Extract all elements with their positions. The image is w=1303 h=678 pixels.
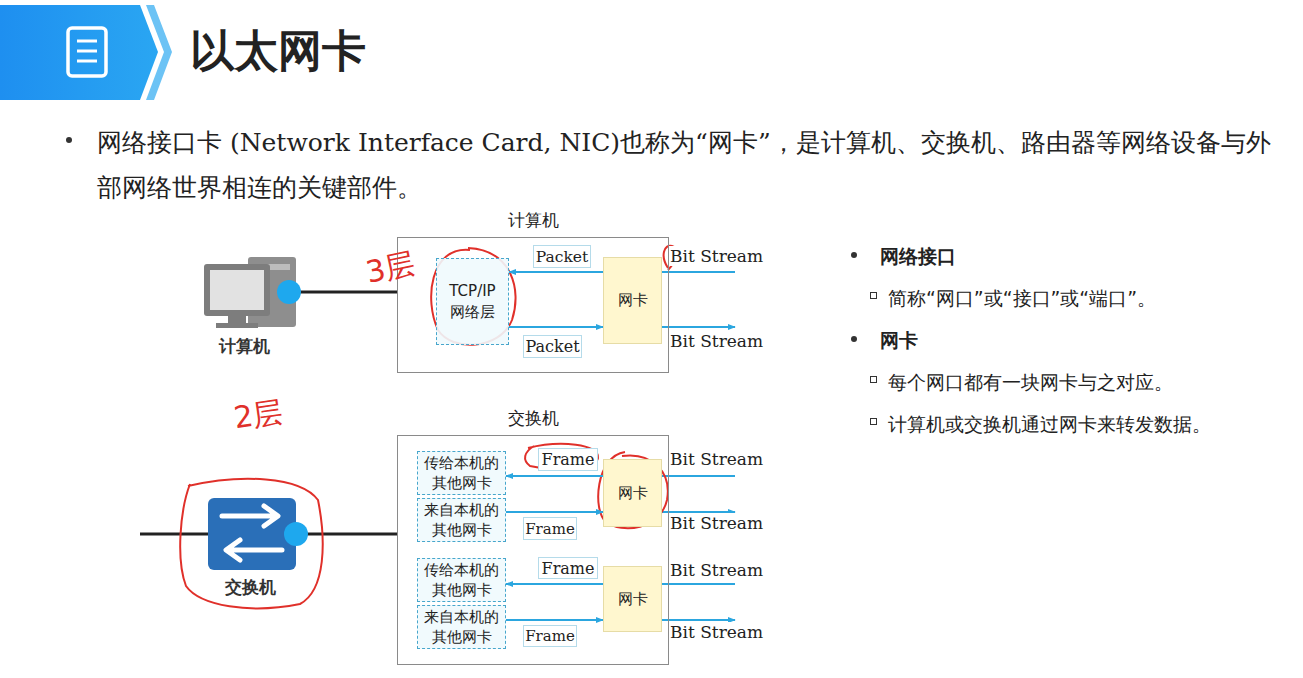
frame-box: Frame [538, 448, 598, 471]
port-box: 来自本机的 其他网卡 [417, 498, 506, 542]
bit-stream-label: Bit Stream [669, 331, 764, 351]
bit-stream-label: Bit Stream [669, 622, 764, 642]
data-flow-arrow [509, 326, 603, 328]
box-text: Frame [525, 627, 575, 645]
bit-stream-label: Bit Stream [669, 560, 764, 580]
packet-box: Packet [533, 245, 591, 268]
hand-annotations [180, 246, 676, 609]
box-text: 传给本机的 其他网卡 [421, 560, 502, 601]
box-text: TCP/IP 网络层 [440, 281, 505, 322]
bit-stream-label: Bit Stream [669, 246, 764, 266]
port-box: 传给本机的 其他网卡 [417, 558, 506, 602]
box-text: 传给本机的 其他网卡 [421, 453, 502, 494]
data-flow-arrow [506, 475, 603, 477]
box-text: 来自本机的 其他网卡 [421, 607, 502, 648]
bullet-heading: 网卡 [880, 328, 918, 354]
box-text: 来自本机的 其他网卡 [421, 500, 502, 541]
box-heading: 计算机 [398, 209, 668, 232]
box-text: 网卡 [618, 484, 648, 503]
frame-box: Frame [523, 517, 577, 540]
hand-note: 3层 [362, 243, 419, 293]
icon-caption: 交换机 [225, 576, 276, 599]
box-text: 网卡 [618, 291, 648, 310]
computer-box: 计算机TCP/IP 网络层网卡PacketPacket [397, 237, 669, 373]
data-flow-arrow [506, 619, 603, 621]
title-text: 以太网卡 [190, 22, 366, 81]
packet-box: Packet [523, 335, 582, 358]
port-box: 传给本机的 其他网卡 [417, 451, 506, 495]
box-text: Packet [525, 337, 579, 356]
switch-icon [140, 498, 397, 570]
box-text: Frame [525, 520, 575, 538]
port-box: 来自本机的 其他网卡 [417, 605, 506, 649]
frame-box: Frame [538, 557, 598, 579]
bullet-dot [851, 336, 857, 342]
data-flow-arrow [509, 271, 603, 273]
title-banner [0, 5, 172, 100]
network-layer-box: TCP/IP 网络层 [436, 258, 509, 345]
bullet-text: 每个网口都有一块网卡与之对应。 [888, 370, 1173, 396]
bullet-text: 计算机或交换机通过网卡来转发数据。 [888, 412, 1211, 438]
nic-box: 网卡 [603, 257, 662, 344]
box-heading: 交换机 [398, 407, 668, 430]
icon-caption: 计算机 [219, 335, 270, 358]
box-text: Frame [542, 559, 595, 578]
nic-box: 网卡 [603, 566, 662, 632]
bullet-text: 简称“网口”或“接口”或“端口”。 [888, 286, 1156, 312]
bit-stream-label: Bit Stream [669, 513, 764, 533]
bullet-text: 网络接口卡 (Network Interface Card, NIC)也称为“网… [97, 120, 1292, 210]
data-flow-arrow [506, 583, 603, 585]
bullet-dot [851, 252, 857, 258]
bullet-square [870, 376, 877, 383]
bullet-square [870, 418, 877, 425]
hand-note: 2层 [231, 392, 285, 439]
box-text: Frame [542, 450, 595, 469]
box-text: 网卡 [618, 590, 648, 609]
frame-box: Frame [523, 625, 577, 647]
nic-box: 网卡 [603, 459, 662, 527]
bullet-square [870, 292, 877, 299]
switch-box: 交换机传给本机的 其他网卡来自本机的 其他网卡传给本机的 其他网卡来自本机的 其… [397, 435, 669, 665]
bit-stream-label: Bit Stream [669, 449, 764, 469]
box-text: Packet [536, 248, 588, 266]
bullet-dot [66, 137, 72, 143]
bullet-heading: 网络接口 [880, 244, 956, 270]
data-flow-arrow [506, 511, 603, 513]
